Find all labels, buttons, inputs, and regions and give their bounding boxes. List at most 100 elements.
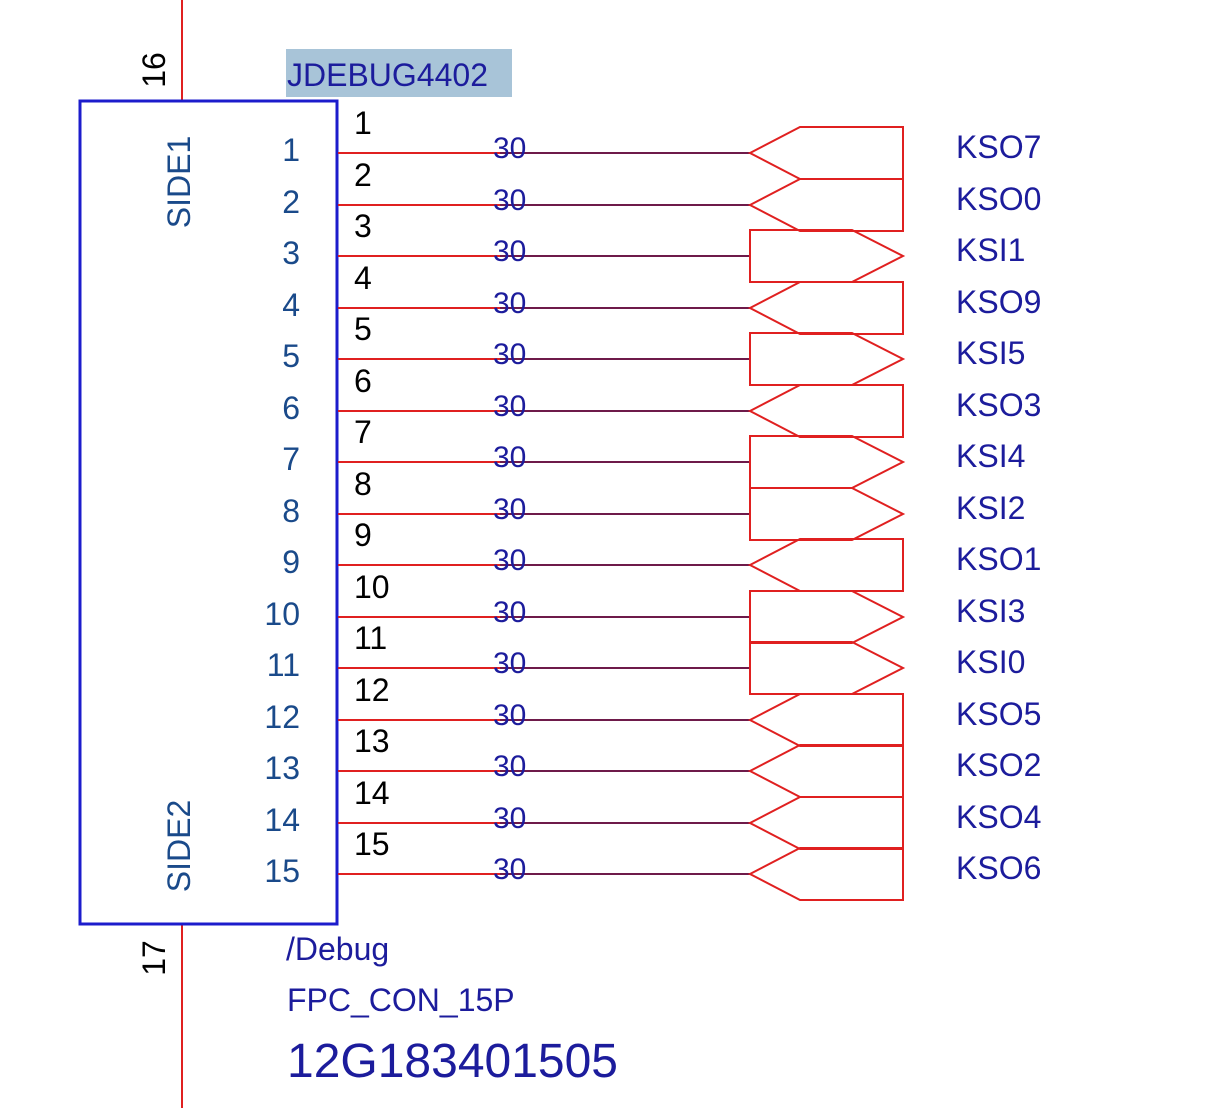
outer-pin-number: 14 bbox=[354, 775, 390, 811]
outer-pin-number: 3 bbox=[354, 208, 372, 244]
pin-row: 11 11 30 KSI0 bbox=[267, 620, 1025, 695]
output-port-icon bbox=[747, 178, 904, 232]
outer-pin-number: 15 bbox=[354, 826, 390, 862]
inner-pin-number: 10 bbox=[264, 596, 300, 632]
pin-row: 5 5 30 KSI5 bbox=[282, 311, 1025, 386]
net-name-label[interactable]: KSO1 bbox=[956, 541, 1041, 577]
net-name-label[interactable]: KSO5 bbox=[956, 696, 1041, 732]
output-port-icon bbox=[747, 796, 904, 850]
inner-pin-number: 14 bbox=[264, 802, 300, 838]
inner-pin-number: 13 bbox=[264, 750, 300, 786]
net-name-label[interactable]: KSO4 bbox=[956, 799, 1041, 835]
trace-width-label: 30 bbox=[493, 441, 526, 474]
refdes-highlight bbox=[286, 49, 512, 97]
output-port-icon bbox=[747, 384, 904, 438]
connector-body bbox=[78, 99, 339, 926]
inner-pin-number: 2 bbox=[282, 184, 300, 220]
outer-pin-number: 13 bbox=[354, 723, 390, 759]
output-port-icon bbox=[747, 693, 904, 747]
net-name-label[interactable]: KSO9 bbox=[956, 284, 1041, 320]
trace-width-label: 30 bbox=[493, 287, 526, 320]
inner-pin-number: 4 bbox=[282, 287, 300, 323]
output-port-icon bbox=[747, 538, 904, 592]
outer-pin-number: 9 bbox=[354, 517, 372, 553]
trace-width-label: 30 bbox=[493, 338, 526, 371]
net-name-label[interactable]: KSI0 bbox=[956, 644, 1025, 680]
pin-row: 14 14 30 KSO4 bbox=[264, 775, 1041, 850]
pin-row: 15 15 30 KSO6 bbox=[264, 826, 1041, 901]
outer-pin-number: 7 bbox=[354, 414, 372, 450]
outer-pin-number: 11 bbox=[354, 620, 387, 656]
outer-pin-number: 2 bbox=[354, 157, 372, 193]
pin-row: 1 1 30 KSO7 bbox=[282, 105, 1041, 180]
trace-width-label: 30 bbox=[493, 699, 526, 732]
pin-row: 3 3 30 KSI1 bbox=[282, 208, 1025, 283]
top-pin-number: 16 bbox=[136, 52, 172, 88]
trace-width-label: 30 bbox=[493, 647, 526, 680]
net-name-label[interactable]: KSO7 bbox=[956, 129, 1041, 165]
input-port-icon bbox=[749, 487, 906, 541]
pin-row: 8 8 30 KSI2 bbox=[282, 466, 1025, 541]
inner-pin-number: 7 bbox=[282, 441, 300, 477]
net-name-label[interactable]: KSI4 bbox=[956, 438, 1025, 474]
input-port-icon bbox=[749, 641, 906, 695]
pin-row: 12 12 30 KSO5 bbox=[264, 672, 1041, 747]
pin-row: 7 7 30 KSI4 bbox=[282, 414, 1025, 489]
inner-pin-number: 5 bbox=[282, 338, 300, 374]
inner-pin-number: 8 bbox=[282, 493, 300, 529]
trace-width-label: 30 bbox=[493, 493, 526, 526]
part-number-label: 12G183401505 bbox=[287, 1035, 618, 1088]
inner-pin-number: 9 bbox=[282, 544, 300, 580]
pin-row: 4 4 30 KSO9 bbox=[282, 260, 1041, 335]
side1-label: SIDE1 bbox=[161, 136, 197, 228]
refdes-label[interactable]: JDEBUG4402 bbox=[287, 57, 488, 93]
outer-pin-number: 10 bbox=[354, 569, 390, 605]
outer-pin-number: 5 bbox=[354, 311, 372, 347]
trace-width-label: 30 bbox=[493, 596, 526, 629]
output-port-icon bbox=[747, 847, 904, 901]
bottom-pin-number: 17 bbox=[136, 940, 172, 976]
inner-pin-number: 15 bbox=[264, 853, 300, 889]
inner-pin-number: 1 bbox=[282, 132, 300, 168]
outer-pin-number: 1 bbox=[354, 105, 372, 141]
trace-width-label: 30 bbox=[493, 853, 526, 886]
input-port-icon bbox=[749, 590, 906, 644]
outer-pin-number: 8 bbox=[354, 466, 372, 502]
pin-row: 10 10 30 KSI3 bbox=[264, 569, 1025, 644]
net-name-label[interactable]: KSO3 bbox=[956, 387, 1041, 423]
net-name-label[interactable]: KSI3 bbox=[956, 593, 1025, 629]
output-port-icon bbox=[747, 281, 904, 335]
pin-row: 9 9 30 KSO1 bbox=[282, 517, 1041, 592]
inner-pin-number: 12 bbox=[264, 699, 300, 735]
net-name-label[interactable]: KSO6 bbox=[956, 850, 1041, 886]
net-name-label[interactable]: KSO2 bbox=[956, 747, 1041, 783]
trace-width-label: 30 bbox=[493, 132, 526, 165]
outer-pin-number: 12 bbox=[354, 672, 390, 708]
side2-label: SIDE2 bbox=[161, 800, 197, 892]
pin-row: 2 2 30 KSO0 bbox=[282, 157, 1041, 232]
footprint-label: FPC_CON_15P bbox=[287, 982, 515, 1018]
net-name-label[interactable]: KSO0 bbox=[956, 181, 1041, 217]
trace-width-label: 30 bbox=[493, 802, 526, 835]
outer-pin-number: 4 bbox=[354, 260, 372, 296]
inner-pin-number: 3 bbox=[282, 235, 300, 271]
input-port-icon bbox=[749, 229, 906, 283]
outer-pin-number: 6 bbox=[354, 363, 372, 399]
output-port-icon bbox=[747, 126, 904, 180]
trace-width-label: 30 bbox=[493, 390, 526, 423]
trace-width-label: 30 bbox=[493, 544, 526, 577]
output-port-icon bbox=[747, 744, 904, 798]
inner-pin-number: 11 bbox=[267, 647, 300, 683]
net-name-label[interactable]: KSI1 bbox=[956, 232, 1025, 268]
pin-row: 6 6 30 KSO3 bbox=[282, 363, 1041, 438]
net-name-label[interactable]: KSI2 bbox=[956, 490, 1025, 526]
net-name-label[interactable]: KSI5 bbox=[956, 335, 1025, 371]
trace-width-label: 30 bbox=[493, 184, 526, 217]
sheet-label: /Debug bbox=[286, 931, 389, 967]
input-port-icon bbox=[749, 332, 906, 386]
trace-width-label: 30 bbox=[493, 235, 526, 268]
inner-pin-number: 6 bbox=[282, 390, 300, 426]
